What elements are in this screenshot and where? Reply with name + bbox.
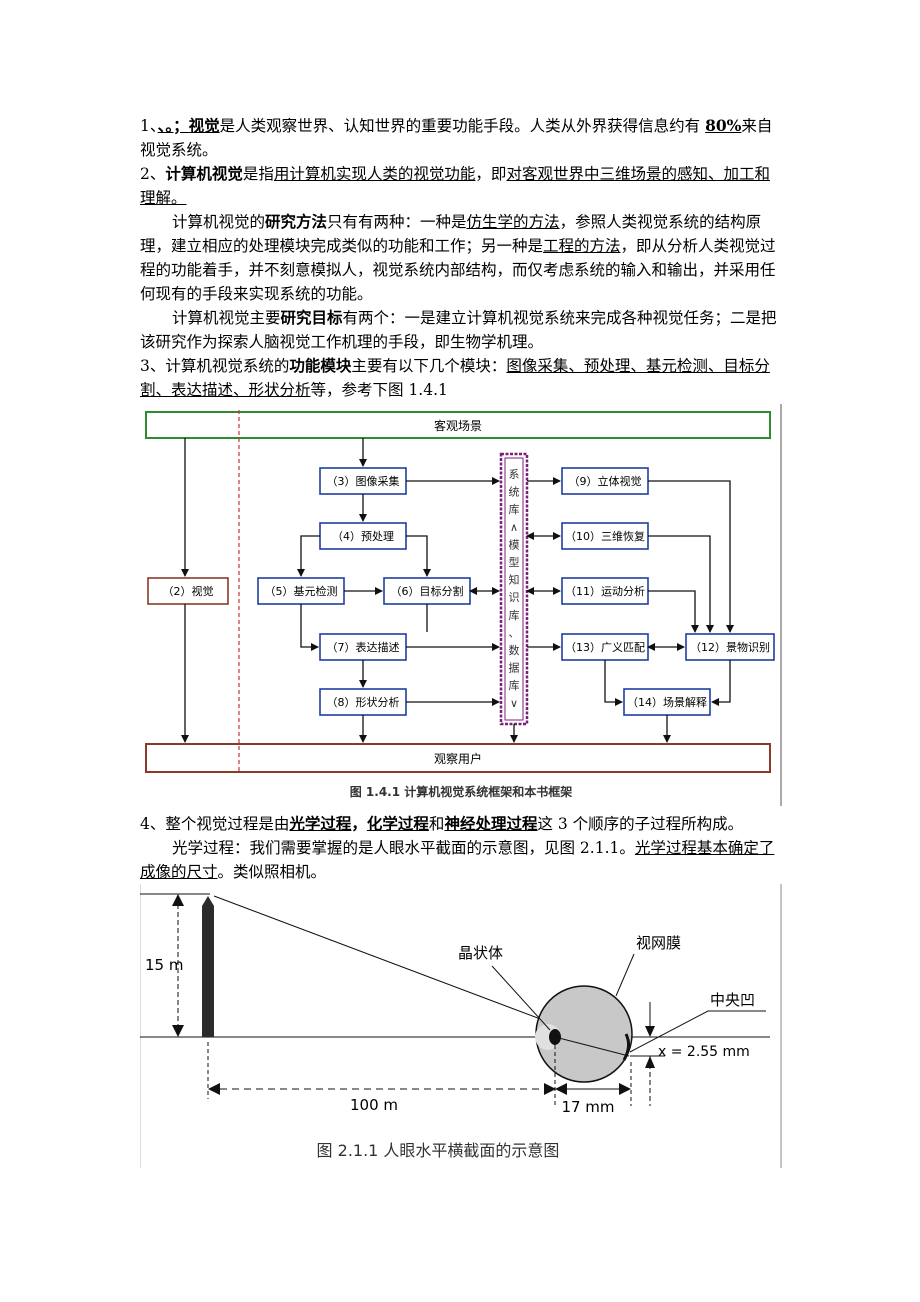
para-1: 1、、。；视觉是人类观察世界、认知世界的重要功能手段。人类从外界获得信息约有 8… [140, 116, 773, 159]
figure-1-caption: 图 1.4.1 计算机视觉系统框架和本书框架 [350, 784, 573, 799]
node-vision-label: （2）视觉 [163, 584, 214, 598]
node-recognition [685, 633, 775, 661]
node-motion [561, 577, 649, 605]
para-6: 4、整个视觉过程是由光学过程，化学过程和神经处理过程这 3 个顺序的子过程所构成… [140, 814, 744, 833]
eye-diagram: 15 m 晶状体 视网膜 中央凹 x = 2.55 mm 100 m 17 mm… [139, 884, 782, 1168]
top-box-label: 客观场景 [434, 418, 482, 433]
node-matching-label: （13）广义匹配 [565, 641, 645, 654]
node-shape-label: （8）形状分析 [327, 695, 400, 709]
knowledge-base-char: 库 [509, 503, 520, 516]
height-label: 15 m [145, 956, 183, 974]
distance-17mm-label: 17 mm [561, 1098, 614, 1116]
knowledge-base-char: 库 [509, 609, 520, 622]
knowledge-base-char: 统 [509, 486, 520, 499]
object-pole [202, 896, 214, 1037]
node-3d-label: （10）三维恢复 [565, 529, 645, 543]
node-description-label: （7）表达描述 [327, 640, 400, 654]
node-segmentation-label: （6）目标分割 [391, 584, 464, 598]
text-block-middle: 4、整个视觉过程是由光学过程，化学过程和神经处理过程这 3 个顺序的子过程所构成… [140, 812, 785, 884]
knowledge-base-char: 知 [509, 573, 520, 587]
knowledge-base-char: 据 [509, 661, 520, 675]
para-5: 3、计算机视觉系统的功能模块主要有以下几个模块：图像采集、预处理、基元检测、目标… [140, 356, 770, 399]
node-acquisition-label: （3）图像采集 [327, 474, 400, 488]
figure-eye-cross-section: 15 m 晶状体 视网膜 中央凹 x = 2.55 mm 100 m 17 mm… [139, 884, 782, 1168]
node-interpretation-label: （14）场景解释 [627, 695, 707, 709]
bottom-box-label: 观察用户 [434, 751, 482, 766]
knowledge-base-char: ∨ [510, 697, 518, 710]
knowledge-base-char: ∧ [510, 521, 518, 534]
distance-100m-label: 100 m [350, 1096, 398, 1114]
bottom-box-user [145, 743, 771, 773]
node-interpretation [623, 688, 711, 716]
node-recognition-label: （12）景物识别 [690, 640, 770, 654]
knowledge-base-char: 、 [509, 626, 520, 639]
knowledge-base-char: 识 [509, 591, 520, 604]
node-preprocess-label: （4）预处理 [332, 530, 394, 543]
retina-label: 视网膜 [636, 934, 681, 952]
node-primitive-label: （5）基元检测 [265, 584, 338, 598]
para-4: 计算机视觉主要研究目标有两个：一是建立计算机视觉系统来完成各种视觉任务；二是把该… [140, 308, 777, 351]
node-vision [147, 577, 229, 605]
lens-label: 晶状体 [458, 944, 503, 962]
figure-2-caption: 图 2.1.1 人眼水平横截面的示意图 [317, 1141, 560, 1160]
knowledge-base-char: 型 [509, 555, 520, 569]
node-3d [561, 522, 649, 550]
node-stereo [561, 467, 649, 495]
node-preprocess [319, 522, 407, 550]
knowledge-base-char: 数 [509, 644, 520, 657]
text-block-top: 1、、。；视觉是人类观察世界、认知世界的重要功能手段。人类从外界获得信息约有 8… [140, 114, 785, 402]
para-2: 2、计算机视觉是指用计算机实现人类的视觉功能，即对客观世界中三维场景的感知、加工… [140, 164, 770, 207]
para-3: 计算机视觉的研究方法只有有两种：一种是仿生学的方法，参照人类视觉系统的结构原理，… [140, 212, 776, 303]
knowledge-base-char: 库 [509, 679, 520, 692]
framework-diagram: 客观场景 观察用户 （2）视觉 （3）图像采集 （4）预处理 （5）基元检测 （… [140, 404, 782, 806]
para-7: 光学过程：我们需要掌握的是人眼水平截面的示意图，见图 2.1.1。光学过程基本确… [140, 839, 775, 881]
node-motion-label: （11）运动分析 [565, 584, 645, 598]
x-label: x = 2.55 mm [658, 1044, 750, 1060]
figure-vision-framework: 客观场景 观察用户 （2）视觉 （3）图像采集 （4）预处理 （5）基元检测 （… [140, 404, 782, 806]
node-stereo-label: （9）立体视觉 [569, 474, 642, 488]
node-description [319, 633, 407, 661]
knowledge-base-inner [504, 457, 524, 721]
knowledge-base-char: 系 [509, 468, 520, 481]
top-box-scene [145, 411, 771, 439]
knowledge-base-char: 模 [509, 538, 520, 551]
fovea-label: 中央凹 [710, 991, 755, 1009]
